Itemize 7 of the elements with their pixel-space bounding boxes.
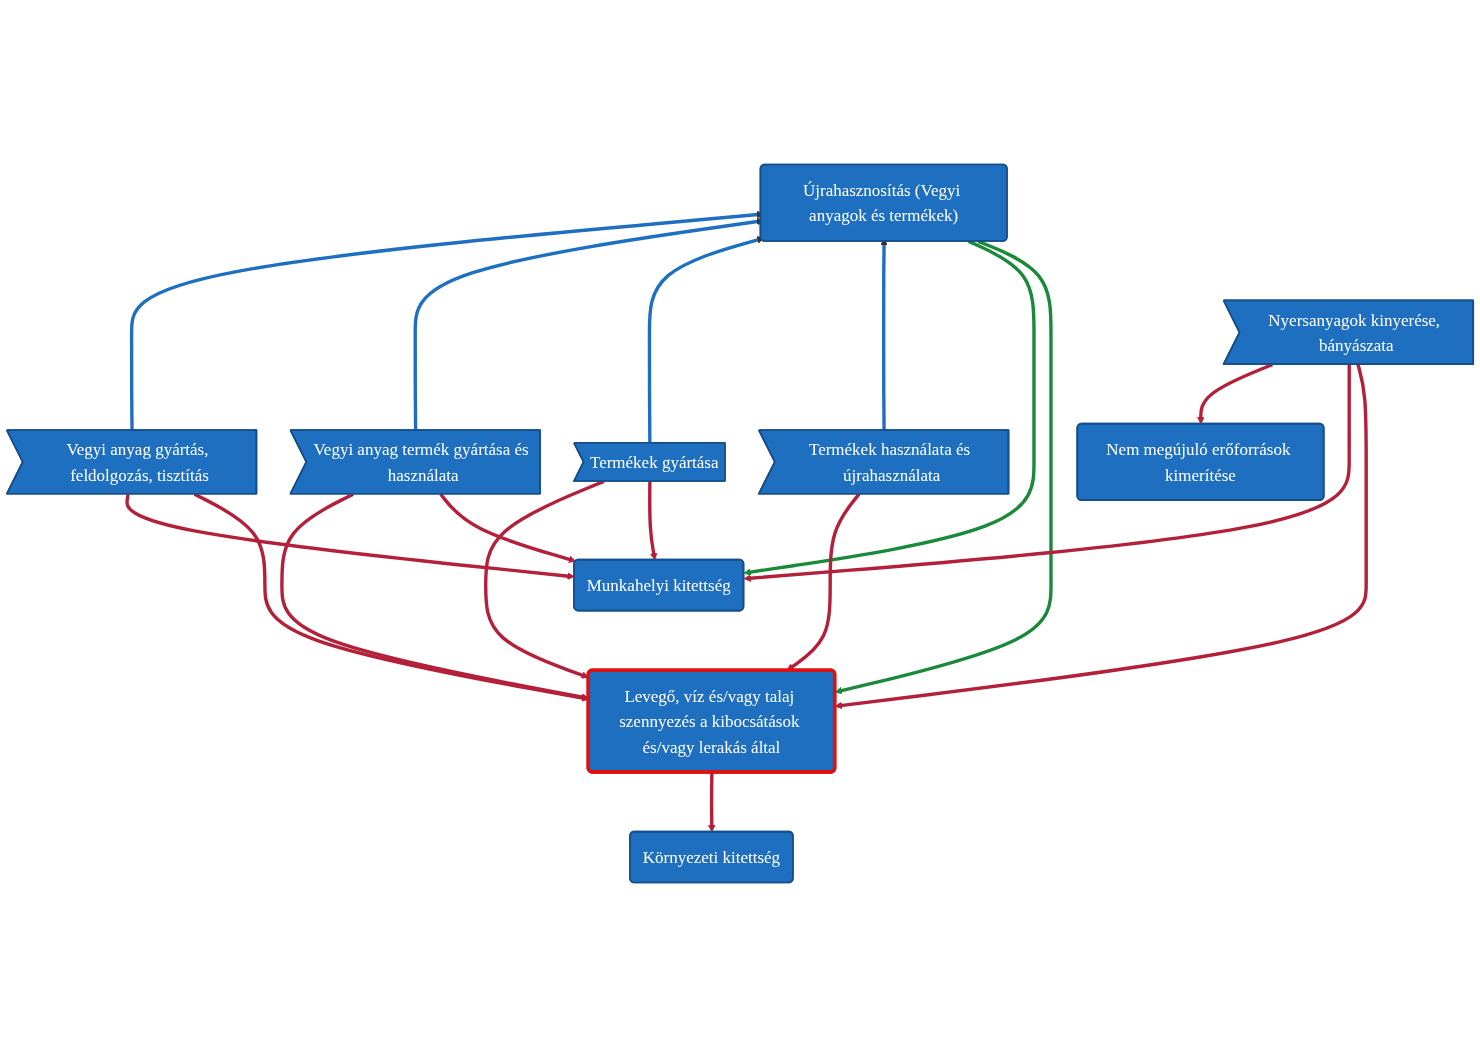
arrow <box>648 481 658 561</box>
arrow <box>743 239 1036 576</box>
arrow <box>439 493 577 563</box>
arrow <box>125 493 575 580</box>
arrow <box>708 772 716 833</box>
arrow <box>743 364 1351 582</box>
arrow <box>786 493 861 671</box>
